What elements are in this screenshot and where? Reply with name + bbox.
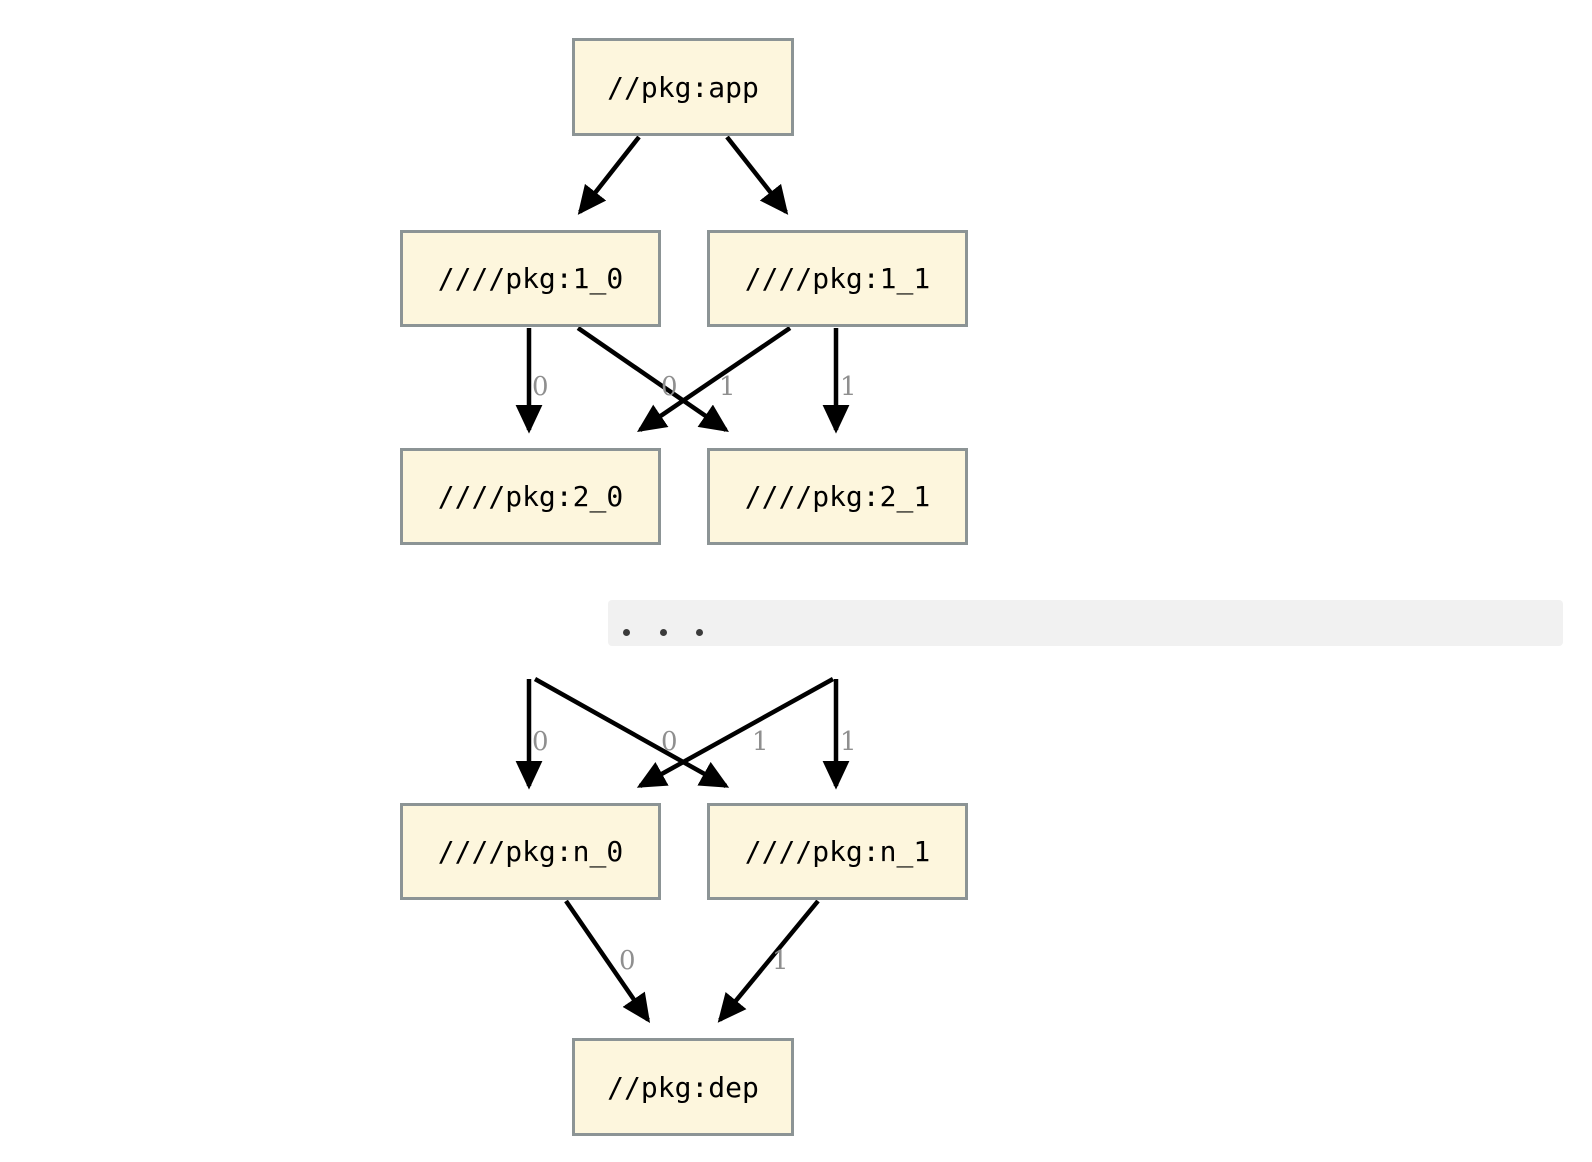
node-pkg-n_1[interactable]: ////pkg:n_1	[707, 803, 968, 900]
edge-label-1_1-to-2_1: 1	[840, 372, 857, 402]
ellipsis-dot	[696, 629, 703, 636]
node-label: ////pkg:n_1	[744, 835, 931, 868]
node-label: //pkg:app	[607, 70, 759, 104]
edge-label-hidden-to-n_0-a: 0	[532, 727, 549, 757]
edge-n_1-to-dep	[717, 899, 820, 1023]
edge-label-1_0-to-2_1: 0	[661, 372, 678, 402]
node-label: //pkg:dep	[607, 1070, 759, 1104]
node-app[interactable]: //pkg:app	[572, 38, 794, 136]
edge-hidden-to-n_1-a	[533, 677, 730, 788]
edge-label-1_0-to-2_0: 0	[532, 372, 549, 402]
edge-n_0-to-dep	[564, 899, 651, 1023]
edge-1_1-to-2_0	[637, 326, 792, 433]
edge-label-hidden-to-n_0-b: 1	[752, 727, 769, 757]
node-label: ////pkg:2_0	[437, 480, 624, 513]
node-pkg-1_1[interactable]: ////pkg:1_1	[707, 230, 968, 327]
edge-hidden-to-n_0-b	[636, 677, 835, 788]
edge-1_0-to-2_1	[576, 326, 729, 433]
ellipsis-dot	[623, 629, 630, 636]
node-label: ////pkg:1_0	[437, 262, 624, 295]
edge-app-to-1_0	[577, 135, 641, 215]
edge-label-hidden-to-n_1-b: 1	[840, 727, 857, 757]
node-label: ////pkg:2_1	[744, 480, 931, 513]
edge-label-hidden-to-n_1-a: 0	[661, 727, 678, 757]
edge-label-n_0-to-dep: 0	[619, 946, 636, 976]
node-pkg-n_0[interactable]: ////pkg:n_0	[400, 803, 661, 900]
node-pkg-2_0[interactable]: ////pkg:2_0	[400, 448, 661, 545]
edge-label-1_1-to-2_0: 1	[719, 372, 736, 402]
edge-app-to-1_1	[725, 135, 789, 215]
node-label: ////pkg:n_0	[437, 835, 624, 868]
node-pkg-1_0[interactable]: ////pkg:1_0	[400, 230, 661, 327]
edge-label-n_1-to-dep: 1	[772, 946, 789, 976]
node-label: ////pkg:1_1	[744, 262, 931, 295]
ellipsis-dot	[660, 629, 667, 636]
ellipsis-band[interactable]	[608, 600, 1563, 646]
node-dep[interactable]: //pkg:dep	[572, 1038, 794, 1136]
node-pkg-2_1[interactable]: ////pkg:2_1	[707, 448, 968, 545]
